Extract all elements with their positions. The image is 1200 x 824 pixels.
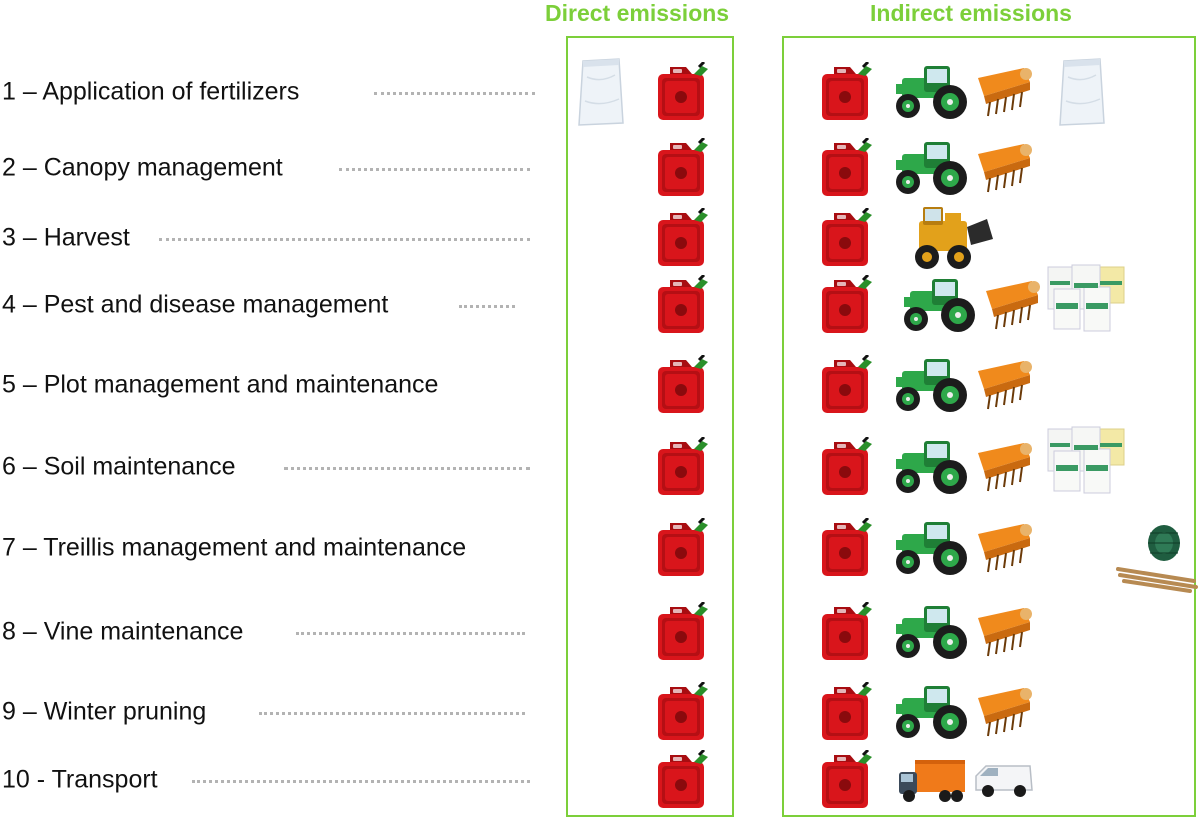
implement-icon	[972, 520, 1034, 576]
operation-row: 7 – Treillis management and maintenance	[0, 508, 1200, 588]
phytosanitary-products-icon	[1046, 425, 1126, 497]
fuel-can-icon	[816, 682, 874, 742]
implement-icon	[972, 357, 1034, 413]
tractor-icon	[900, 277, 978, 333]
fuel-can-icon	[652, 518, 710, 578]
fuel-can-icon	[652, 62, 710, 122]
truck-icon	[897, 756, 967, 804]
fuel-can-icon	[652, 138, 710, 198]
fertilizer-bag-icon	[1056, 57, 1108, 127]
implement-icon	[972, 604, 1034, 660]
fuel-can-icon	[816, 275, 874, 335]
tractor-icon	[892, 64, 970, 120]
operation-label: 6 – Soil maintenance	[2, 452, 236, 481]
fuel-can-icon	[816, 750, 874, 810]
fuel-can-icon	[816, 518, 874, 578]
leader-dots	[374, 92, 535, 95]
operation-row: 9 – Winter pruning	[0, 672, 1200, 752]
fertilizer-bag-icon	[575, 57, 627, 127]
fuel-can-icon	[652, 750, 710, 810]
fuel-can-icon	[652, 437, 710, 497]
leader-dots	[192, 780, 530, 783]
fuel-can-icon	[816, 437, 874, 497]
tractor-icon	[892, 520, 970, 576]
tractor-icon	[892, 140, 970, 196]
fuel-can-icon	[816, 602, 874, 662]
fuel-can-icon	[816, 62, 874, 122]
operation-label: 9 – Winter pruning	[2, 697, 207, 726]
fuel-can-icon	[652, 208, 710, 268]
implement-icon	[972, 439, 1034, 495]
operation-row: 2 – Canopy management	[0, 128, 1200, 208]
operation-row: 10 - Transport	[0, 740, 1200, 820]
van-icon	[972, 760, 1034, 800]
operation-label: 3 – Harvest	[2, 223, 130, 252]
operation-row: 1 – Application of fertilizers	[0, 52, 1200, 132]
direct-emissions-header: Direct emissions	[545, 0, 730, 26]
operation-row: 8 – Vine maintenance	[0, 592, 1200, 672]
tractor-icon	[892, 604, 970, 660]
leader-dots	[339, 168, 530, 171]
operation-row: 3 – Harvest	[0, 198, 1200, 278]
harvester-icon	[905, 205, 997, 271]
tractor-icon	[892, 357, 970, 413]
implement-icon	[972, 140, 1034, 196]
operation-label: 1 – Application of fertilizers	[2, 77, 300, 106]
fuel-can-icon	[816, 208, 874, 268]
operation-row: 6 – Soil maintenance	[0, 427, 1200, 507]
implement-icon	[972, 684, 1034, 740]
leader-dots	[159, 238, 530, 241]
fuel-can-icon	[816, 355, 874, 415]
fuel-can-icon	[652, 602, 710, 662]
operation-row: 4 – Pest and disease management	[0, 265, 1200, 345]
operation-label: 10 - Transport	[2, 765, 158, 794]
wire-and-stakes-icon	[1114, 523, 1198, 593]
tractor-icon	[892, 684, 970, 740]
operation-row: 5 – Plot management and maintenance	[0, 345, 1200, 425]
operation-label: 4 – Pest and disease management	[2, 290, 389, 319]
leader-dots	[296, 632, 525, 635]
fuel-can-icon	[652, 355, 710, 415]
fuel-can-icon	[652, 682, 710, 742]
direct-emissions-box	[566, 36, 734, 817]
indirect-emissions-box	[782, 36, 1196, 817]
leader-dots	[259, 712, 525, 715]
leader-dots	[284, 467, 530, 470]
phytosanitary-products-icon	[1046, 263, 1126, 335]
tractor-icon	[892, 439, 970, 495]
operation-label: 5 – Plot management and maintenance	[2, 370, 439, 399]
leader-dots	[459, 305, 515, 308]
implement-icon	[980, 277, 1042, 333]
indirect-emissions-header: Indirect emissions	[870, 0, 1072, 26]
operation-label: 7 – Treillis management and maintenance	[2, 533, 467, 562]
fuel-can-icon	[816, 138, 874, 198]
operation-label: 2 – Canopy management	[2, 153, 283, 182]
implement-icon	[972, 64, 1034, 120]
fuel-can-icon	[652, 275, 710, 335]
operation-label: 8 – Vine maintenance	[2, 617, 244, 646]
